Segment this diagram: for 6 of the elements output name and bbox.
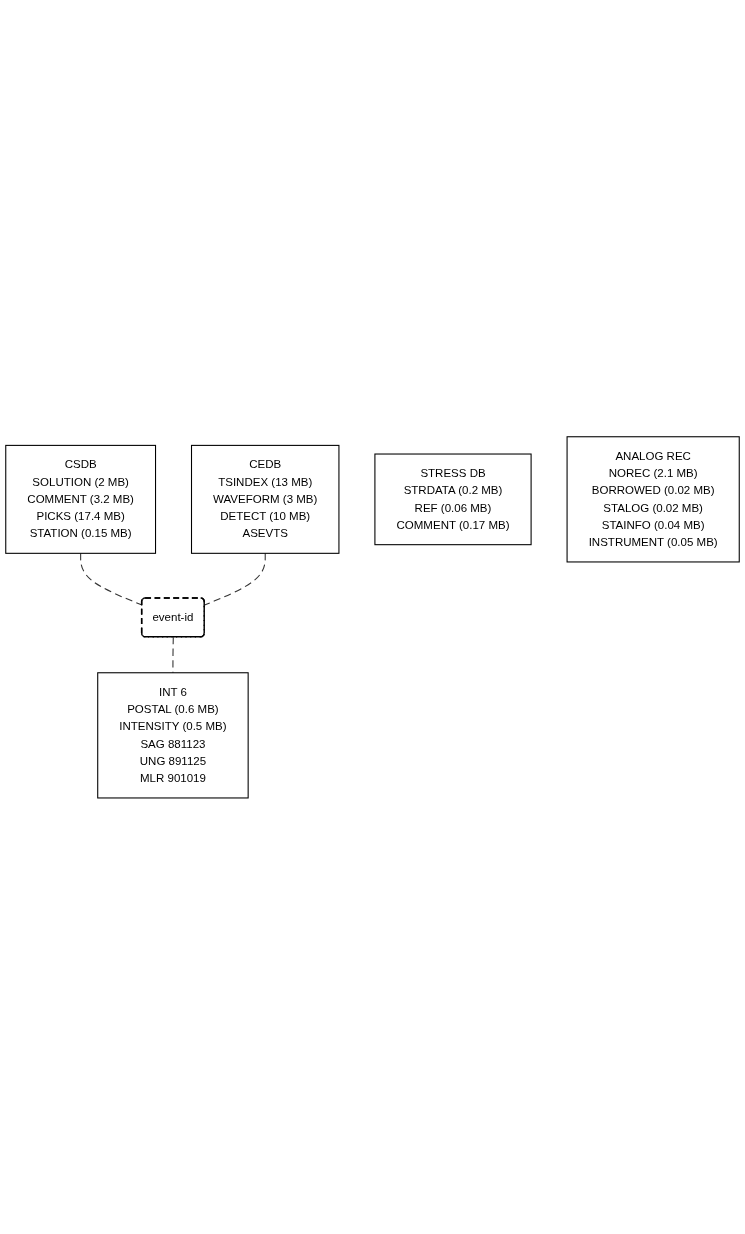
node-box: STRESS DB STRDATA (0.2 MB) REF (0.06 MB) COMMENT (0.17 MB)	[374, 453, 532, 545]
connector	[204, 552, 266, 606]
node-box: CEDB TSINDEX (13 MB) WAVEFORM (3 MB) DETECT (10 MB) ASEVTS	[190, 444, 340, 554]
node-box: INT 6 POSTAL (0.6 MB) INTENSITY (0.5 MB) SAG 881123 UNG 891125 MLR 901019	[97, 671, 249, 799]
node-box: ANALOG REC NOREC (2.1 MB) BORROWED (0.02 MB) STALOG (0.02 MB) STAINFO (0.04 MB) INSTRUMENT (0.05 MB)	[566, 435, 740, 563]
node-box: CSDB SOLUTION (2 MB) COMMENT (3.2 MB) PICKS (17.4 MB) STATION (0.15 MB)	[5, 444, 157, 554]
